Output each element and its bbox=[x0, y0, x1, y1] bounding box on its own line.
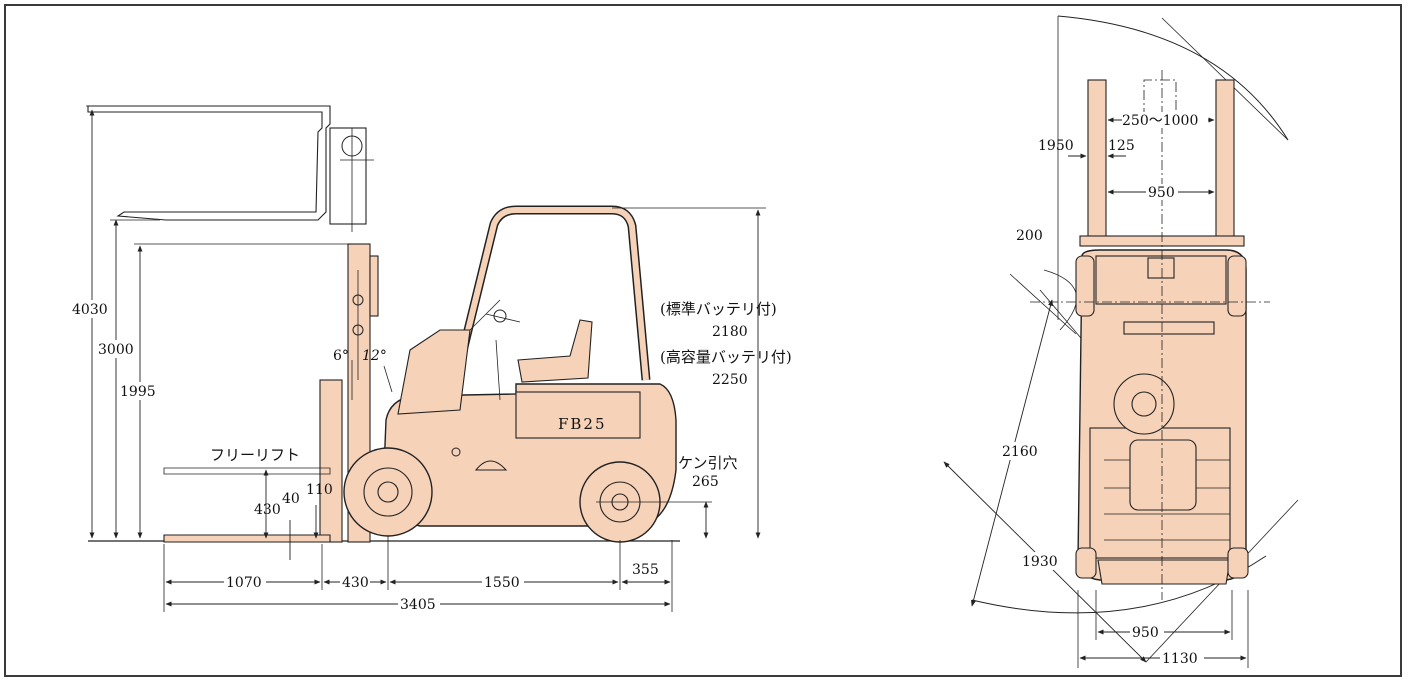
lower-fork bbox=[163, 534, 331, 543]
top-view: 250～1000 125 1950 950 200 2160 1930 950 … bbox=[943, 15, 1299, 668]
dim-tread: 950 bbox=[1132, 625, 1159, 641]
dim-turning-radius: 2160 bbox=[1002, 444, 1038, 460]
dim-mast-height: 1995 bbox=[120, 384, 156, 400]
dim-guard-high: 2250 bbox=[712, 372, 748, 388]
dim-wheelbase: 1550 bbox=[484, 575, 520, 591]
left-fork bbox=[1087, 79, 1107, 243]
dim-tilt-backward: 12° bbox=[362, 348, 387, 364]
outer-turning-arc bbox=[1057, 15, 1289, 141]
dim-tilt-forward: 6° bbox=[333, 348, 349, 364]
dim-carriage-width: 950 bbox=[1148, 185, 1175, 201]
right-fork bbox=[1215, 79, 1235, 243]
dim-overall-width: 1130 bbox=[1162, 651, 1198, 667]
side-view: FB25 bbox=[70, 105, 792, 613]
dim-max-height: 4030 bbox=[72, 302, 108, 318]
front-wheel bbox=[343, 447, 433, 537]
dim-fork-length: 1070 bbox=[226, 575, 262, 591]
dim-inner-radius: 200 bbox=[1016, 228, 1043, 244]
dim-fork-thickness: 40 bbox=[282, 491, 300, 507]
free-lift-fork bbox=[163, 467, 331, 475]
model-label: FB25 bbox=[558, 415, 607, 433]
dim-ground-clearance: 110 bbox=[306, 482, 333, 498]
dim-guard-std: 2180 bbox=[712, 324, 748, 340]
dim-front-overhang: 430 bbox=[342, 575, 369, 591]
high-cap-battery-label: (高容量バッテリ付) bbox=[660, 348, 792, 366]
dim-overall-length: 3405 bbox=[400, 597, 436, 613]
raised-fork bbox=[87, 105, 374, 232]
free-lift-label: フリーリフト bbox=[210, 446, 300, 464]
std-battery-label: (標準バッテリ付) bbox=[660, 300, 777, 318]
dim-aisle-radius: 1930 bbox=[1022, 554, 1058, 570]
tow-hole-label: ケン引穴 bbox=[678, 454, 738, 472]
dim-lift-height: 3000 bbox=[98, 342, 134, 358]
dim-rear-overhang: 355 bbox=[632, 562, 659, 578]
dim-fork-spread: 250～1000 bbox=[1122, 113, 1198, 129]
dim-free-lift: 430 bbox=[254, 502, 281, 518]
dim-tow-hole: 265 bbox=[692, 474, 719, 490]
dim-fork-width: 125 bbox=[1108, 138, 1135, 154]
dim-outer-radius: 1950 bbox=[1038, 138, 1074, 154]
